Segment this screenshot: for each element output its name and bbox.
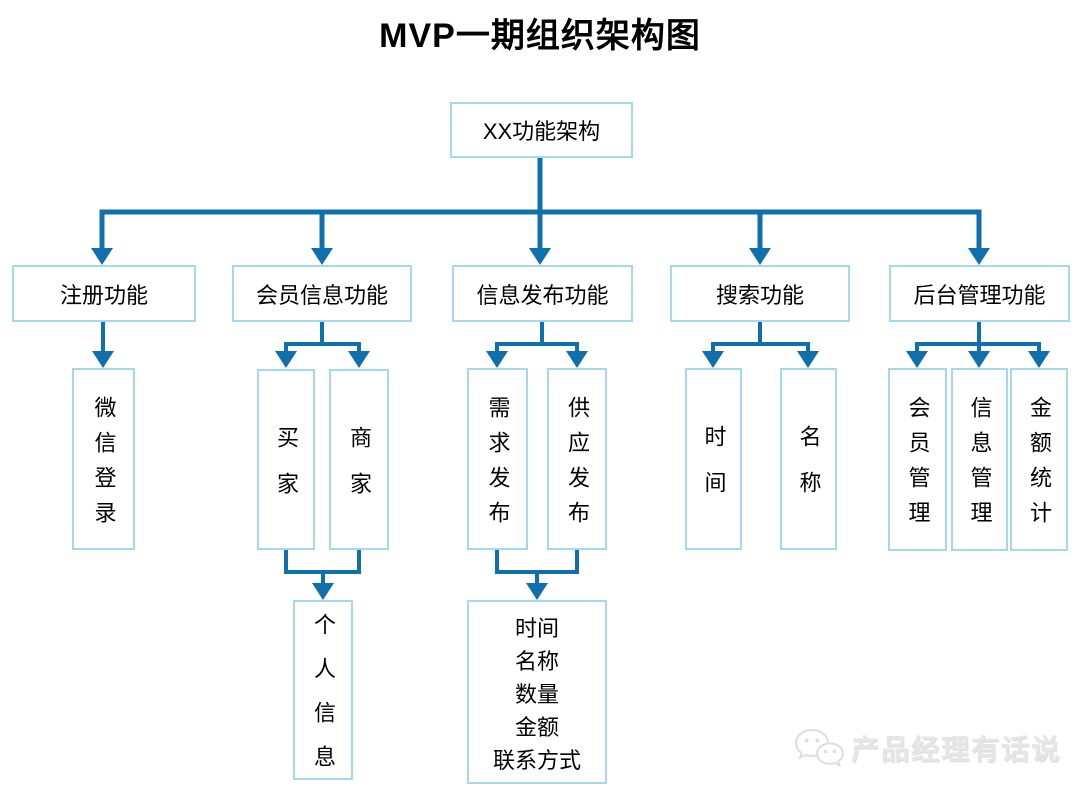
- node-label: 需求发布: [485, 395, 511, 536]
- node-buyer: 买家: [257, 369, 315, 550]
- node-label: 后台管理功能: [913, 282, 1046, 308]
- publish-field-line: 金额: [514, 715, 559, 740]
- node-info-management: 信息管理: [951, 368, 1008, 551]
- node-label: 买家: [274, 425, 299, 518]
- watermark-label: 产品经理有话说: [851, 734, 1062, 765]
- node-label: 微信登录: [91, 395, 117, 536]
- node-label: 个人信息: [311, 613, 336, 789]
- node-amount-statistics: 金额统计: [1010, 368, 1068, 551]
- node-label: 供应发布: [565, 395, 590, 536]
- node-member-info-function: 会员信息功能: [232, 265, 412, 322]
- wechat-logo-icon: [794, 728, 845, 768]
- node-label: 会员管理: [905, 396, 931, 536]
- watermark: 产品经理有话说: [793, 726, 1061, 770]
- node-demand-publish: 需求发布: [467, 368, 528, 550]
- node-member-management: 会员管理: [888, 368, 947, 551]
- node-label: 商家: [347, 425, 372, 518]
- node-seller: 商家: [329, 369, 389, 550]
- node-wechat-login: 微信登录: [72, 368, 135, 550]
- publish-field-line: 联系方式: [492, 748, 581, 773]
- node-personal-info: 个人信息: [293, 600, 353, 789]
- page-title: MVP一期组织架构图: [379, 17, 701, 55]
- node-label: 名称: [796, 425, 822, 517]
- node-label: 搜索功能: [715, 282, 804, 308]
- node-info-publish-function: 信息发布功能: [452, 265, 633, 322]
- node-backend-admin-function: 后台管理功能: [889, 265, 1070, 322]
- node-label: 时间: [701, 425, 727, 517]
- node-label: 注册功能: [59, 282, 148, 308]
- node-function-architecture: XX功能架构: [450, 102, 633, 158]
- publish-field-line: 时间: [514, 616, 559, 641]
- publish-field-line: 数量: [514, 682, 559, 707]
- node-time: 时间: [685, 368, 742, 550]
- node-name: 名称: [780, 368, 837, 550]
- node-label: 信息发布功能: [476, 282, 609, 308]
- node-label: 信息管理: [967, 396, 993, 536]
- node-supply-publish: 供应发布: [547, 368, 607, 550]
- node-search-function: 搜索功能: [670, 265, 850, 322]
- node-label: 会员信息功能: [255, 282, 388, 308]
- node-publish-fields: 时间 名称 数量 金额 联系方式: [467, 600, 607, 784]
- publish-field-line: 名称: [514, 649, 559, 674]
- node-label: 金额统计: [1027, 396, 1052, 536]
- node-label: XX功能架构: [482, 119, 601, 144]
- node-register-function: 注册功能: [12, 265, 196, 322]
